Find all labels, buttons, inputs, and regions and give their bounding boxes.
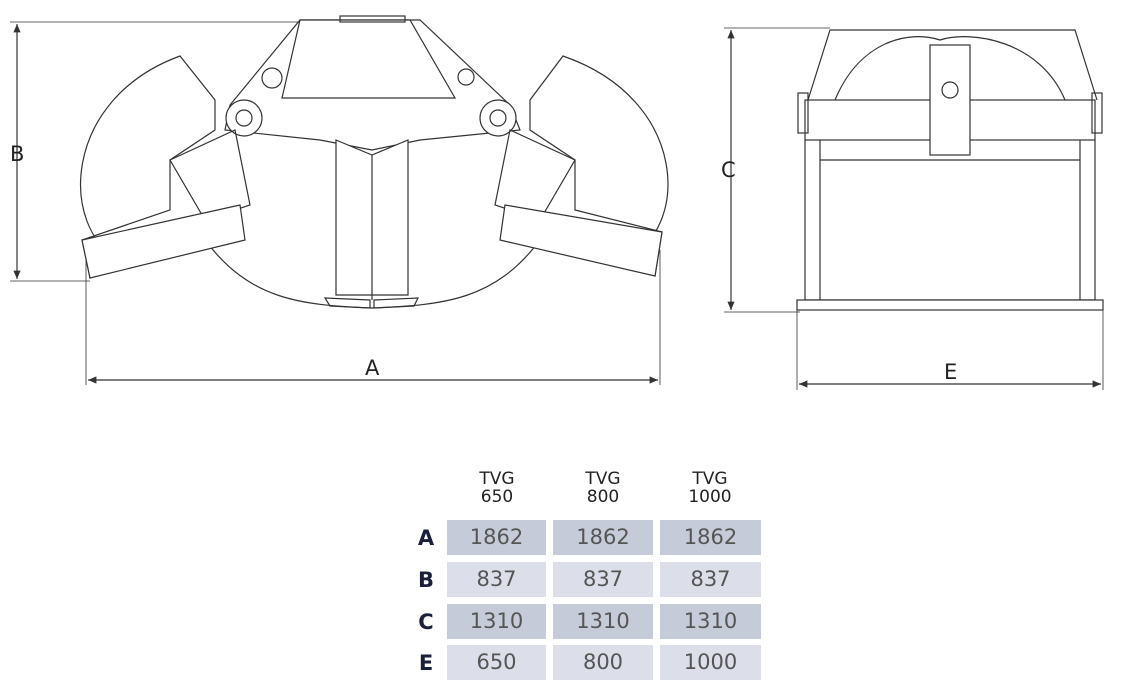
dimension-a-label: A xyxy=(365,356,380,380)
table-cell: 837 xyxy=(553,562,653,597)
table-cell: 650 xyxy=(447,645,546,680)
table-cell: 1862 xyxy=(447,520,546,555)
header-model: TVG xyxy=(585,469,621,489)
table-cell: 1862 xyxy=(553,520,653,555)
grab-side-view xyxy=(796,29,1104,311)
dimension-b-line xyxy=(10,21,340,282)
dimension-c-label: C xyxy=(721,158,736,182)
table-cell: 800 xyxy=(553,645,653,680)
technical-drawing xyxy=(10,15,1104,390)
row-label: B xyxy=(417,568,434,592)
table-cell: 1000 xyxy=(660,645,761,680)
row-label: E xyxy=(418,651,434,675)
row-label: C xyxy=(418,610,434,634)
table-cell: 1862 xyxy=(660,520,761,555)
header-model: TVG xyxy=(479,469,515,489)
row-label: A xyxy=(417,526,435,550)
dimension-e-label: E xyxy=(944,360,958,384)
dimension-e-line xyxy=(796,310,1104,390)
header-size: 650 xyxy=(480,487,514,507)
header-model: TVG xyxy=(692,469,728,489)
table-cell: 1310 xyxy=(553,604,653,639)
dimension-c-line xyxy=(724,27,830,313)
table-cell: 1310 xyxy=(660,604,761,639)
dimension-b-label: B xyxy=(10,142,25,166)
header-size: 1000 xyxy=(688,487,732,507)
table-cell: 837 xyxy=(660,562,761,597)
table-cell: 1310 xyxy=(447,604,546,639)
grab-front-view xyxy=(80,15,669,309)
header-size: 800 xyxy=(586,487,620,507)
table-cell: 837 xyxy=(447,562,546,597)
dimension-a-line xyxy=(85,250,661,385)
